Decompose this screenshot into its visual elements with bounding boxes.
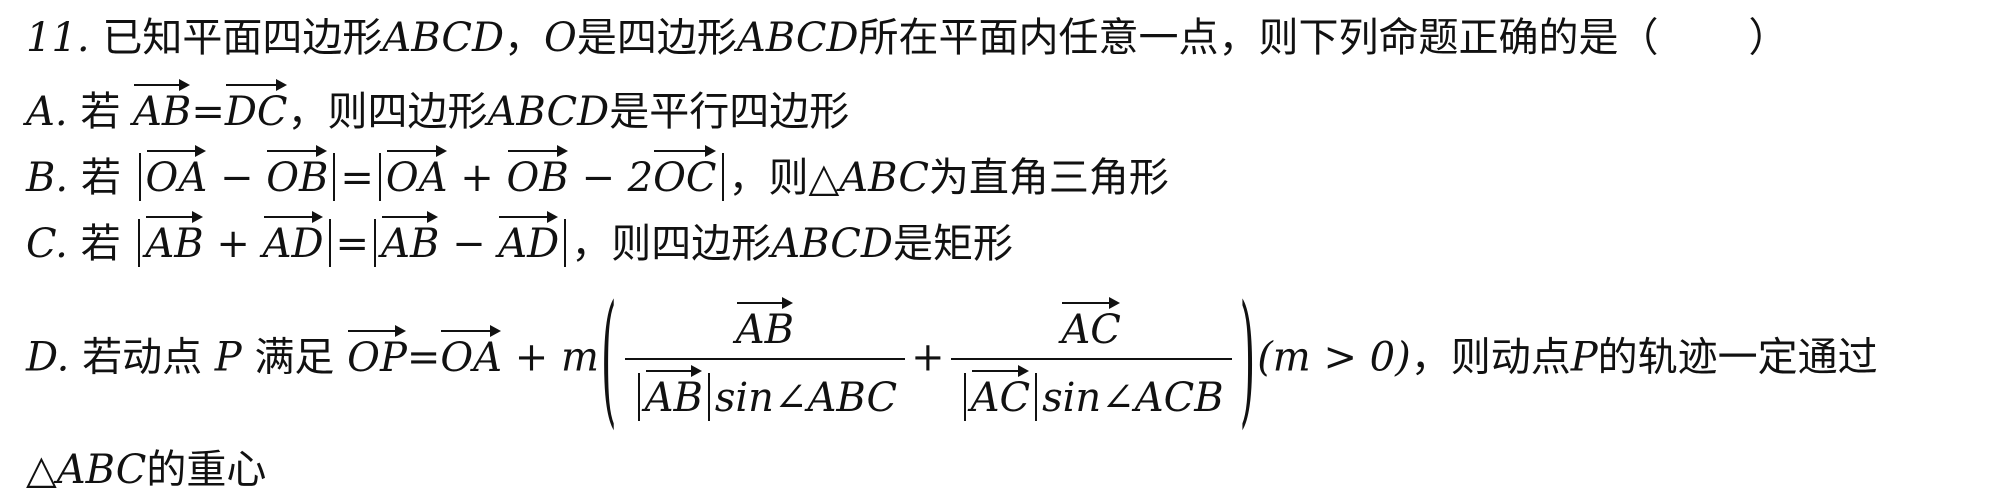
vector-ac-num: AC xyxy=(1061,297,1121,350)
sin-acb: sin∠ACB xyxy=(1042,375,1224,421)
abs-bar-left xyxy=(138,219,141,267)
abs-bar-right-2 xyxy=(564,219,567,267)
option-c: C. 若 AB + AD=AB − AD，则四边形ABCD是矩形 xyxy=(26,211,1013,267)
abs-bar-left xyxy=(637,373,640,421)
option-c-concl-a: ，则四边形 xyxy=(571,221,772,267)
stem-text-d: 所在平面内任意一点，则下列命题正确的是（ xyxy=(858,15,1659,61)
option-d-triangle: △ABC xyxy=(26,447,147,493)
vector-ab-den: AB xyxy=(645,365,703,418)
vector-dc: DC xyxy=(225,79,288,132)
stem-quad: ABCD xyxy=(382,15,505,61)
right-paren: ) xyxy=(1239,277,1256,444)
vector-ab-2: AB xyxy=(381,211,439,264)
vector-ab: AB xyxy=(133,79,191,132)
plus-sign: + xyxy=(514,334,549,381)
abs-bar-right xyxy=(328,219,331,267)
option-b-ruo: 若 xyxy=(80,155,121,201)
option-d-text-d: 的轨迹一定通过 xyxy=(1597,334,1878,381)
coefficient-two: 2 xyxy=(627,155,654,201)
minus-sign: − xyxy=(452,221,486,267)
sin-abc: sin∠ABC xyxy=(714,375,898,421)
option-c-concl-b: 是矩形 xyxy=(892,221,1013,267)
scalar-m: m xyxy=(561,334,599,381)
stem-quad-2: ABCD xyxy=(736,15,859,61)
vector-oa: OA xyxy=(146,145,207,198)
stem-text-c: 是四边形 xyxy=(576,15,737,61)
option-a-concl-a: ，则四边形 xyxy=(287,89,488,135)
abs-bar-right-2 xyxy=(721,153,724,201)
equals-sign: = xyxy=(335,221,370,267)
vector-ab: AB xyxy=(145,211,204,264)
minus-sign: − xyxy=(219,155,254,201)
option-c-quad: ABCD xyxy=(771,221,893,267)
option-a-quad: ABCD xyxy=(487,89,610,135)
option-b-label: B. xyxy=(26,155,69,201)
vector-ad-2: AD xyxy=(498,211,559,264)
stem-text-b: ， xyxy=(504,15,545,61)
abs-bar-left xyxy=(138,153,141,201)
option-a-ruo: 若 xyxy=(80,89,121,135)
option-d-text-a: 若动点 xyxy=(82,334,203,381)
option-d-cont-text: 的重心 xyxy=(146,447,267,493)
abs-bar-left-2 xyxy=(374,219,377,267)
vector-oc: OC xyxy=(653,145,717,198)
abs-bar-right-2 xyxy=(1035,373,1038,421)
minus-sign-2: − xyxy=(581,155,615,201)
vector-oa: OA xyxy=(440,324,502,378)
condition-m: (m > 0) xyxy=(1257,334,1411,381)
option-b: B. 若 OA − OB = OA + OB − 2OC，则△ABC为直角三角形 xyxy=(26,145,1169,201)
stem-point-o: O xyxy=(544,15,577,61)
vector-ad: AD xyxy=(263,211,324,264)
question-stem: 11. 已知平面四边形ABCD，O是四边形ABCD所在平面内任意一点，则下列命题… xyxy=(26,18,1789,58)
option-b-concl-b: 为直角三角形 xyxy=(928,155,1169,201)
option-a-label: A. xyxy=(26,89,68,135)
option-b-triangle: △ABC xyxy=(808,155,929,201)
option-c-label: C. xyxy=(26,221,68,267)
point-p: P xyxy=(214,334,242,381)
option-d-continuation: △ABC的重心 xyxy=(26,450,266,490)
vector-oa-2: OA xyxy=(386,145,448,198)
equals-sign: = xyxy=(406,334,441,381)
abs-bar-right xyxy=(707,373,710,421)
option-b-concl-a: ，则 xyxy=(728,155,809,201)
option-d-text-c: ，则动点 xyxy=(1410,334,1571,381)
abs-bar-left-2 xyxy=(963,373,966,421)
option-d-label: D. xyxy=(26,334,70,381)
option-a: A. 若 AB=DC，则四边形ABCD是平行四边形 xyxy=(26,79,850,135)
left-paren: ( xyxy=(600,277,617,444)
question-number: 11. xyxy=(26,15,90,61)
vector-ob: OB xyxy=(266,145,328,198)
plus-sign: + xyxy=(460,155,494,201)
vector-ac-den: AC xyxy=(971,365,1030,418)
option-d-text-b: 满足 xyxy=(254,334,335,381)
point-p-2: P xyxy=(1570,334,1598,381)
vector-ab-num: AB xyxy=(736,297,794,350)
plus-sign: + xyxy=(216,221,250,267)
equals-sign: = xyxy=(340,155,374,201)
stem-end: ） xyxy=(1748,15,1789,61)
vector-op: OP xyxy=(347,324,407,378)
equals-sign: = xyxy=(191,89,225,135)
stem-text-a: 已知平面四边形 xyxy=(102,15,383,61)
fraction-ac: AC AC sin∠ACB xyxy=(950,297,1232,421)
option-c-ruo: 若 xyxy=(80,221,121,267)
abs-bar-right xyxy=(333,153,336,201)
plus-sign-2: + xyxy=(911,334,945,381)
abs-bar-left-2 xyxy=(378,153,381,201)
vector-ob-2: OB xyxy=(507,145,569,198)
option-a-concl-b: 是平行四边形 xyxy=(609,89,850,135)
